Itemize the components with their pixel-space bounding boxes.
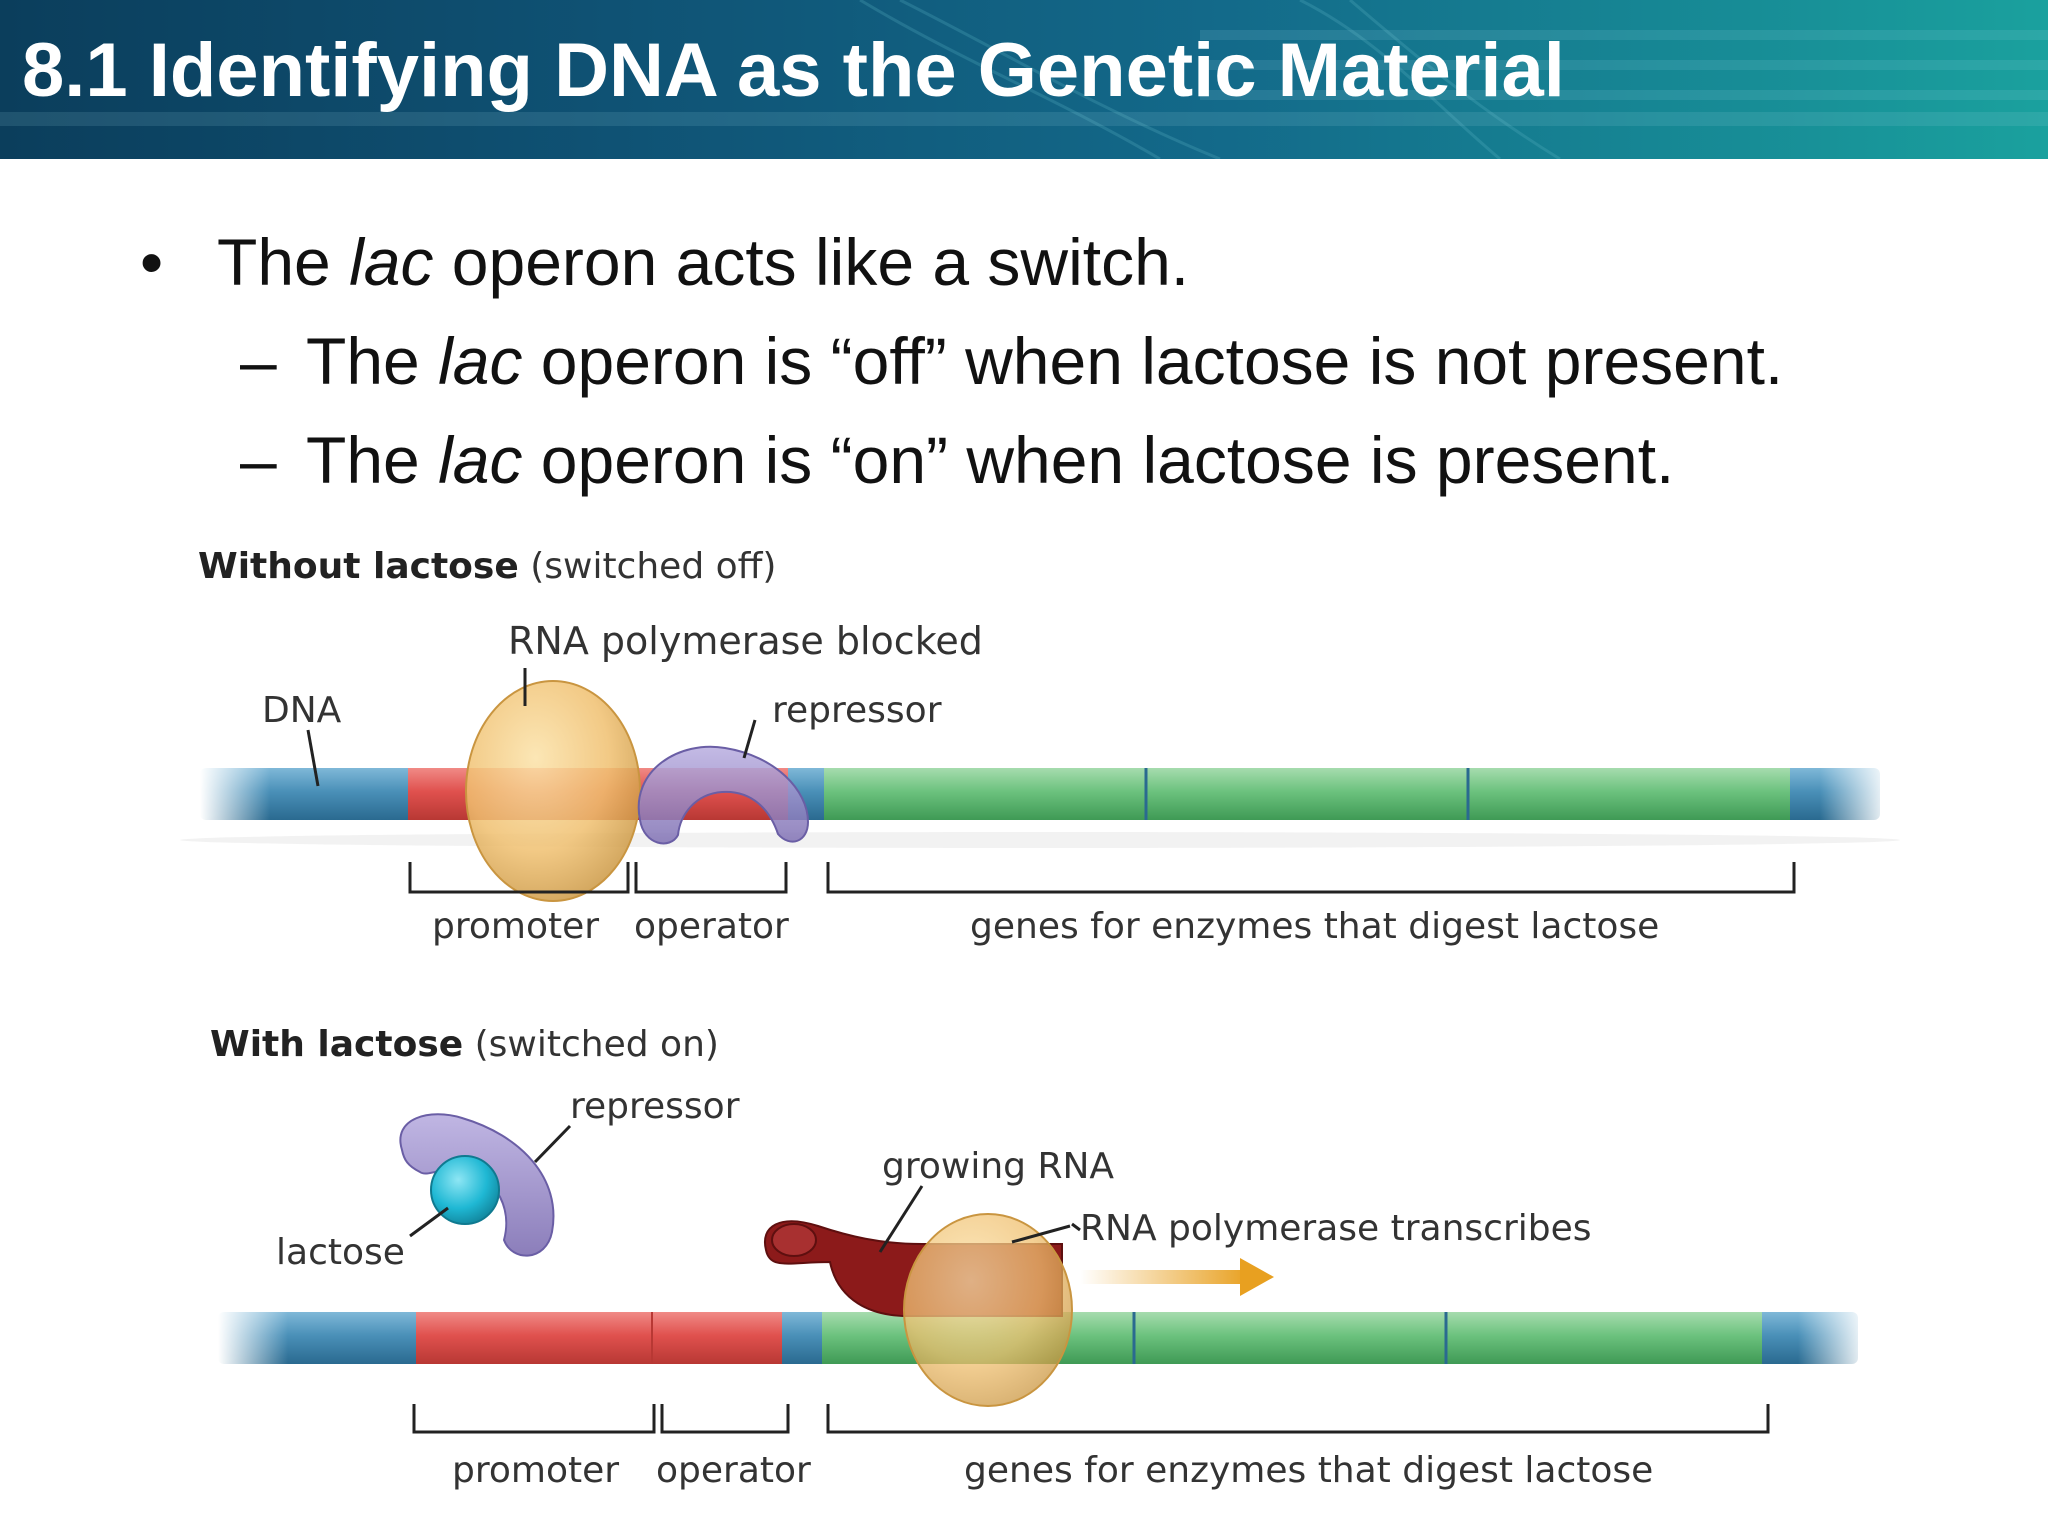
label-operator-on: operator [656,1450,811,1491]
operator-segment-on [652,1312,782,1364]
repressor-free [399,1113,555,1257]
label-promoter-on: promoter [452,1450,619,1491]
bullet-sub-on-em: lac [438,423,523,497]
rna-polymerase-blocked [465,680,641,902]
lactose-molecule [430,1155,500,1225]
label-dna: DNA [262,690,342,731]
label-repressor-on: repressor [570,1086,740,1127]
bullet-main-post: operon acts like a switch. [433,225,1190,299]
diagram-on: With lactose (switched on) repressor lac… [210,1024,1868,1491]
label-rna-polymerase-blocked: RNA polymerase blocked [508,619,983,663]
bracket-operator-on [660,1404,790,1434]
heading-on: With lactose (switched on) [210,1024,719,1065]
bullet-sub-off-post: operon is “off” when lactose is not pres… [522,324,1784,398]
rna-polymerase-transcribing [903,1213,1073,1407]
label-genes-on: genes for enzymes that digest lactose [964,1450,1653,1491]
heading-off: Without lactose (switched off) [198,546,776,587]
bullet-main-em: lac [349,225,434,299]
label-repressor-off: repressor [772,690,942,731]
label-promoter-off: promoter [432,906,599,947]
label-rna-polymerase-transcribes: RNA polymerase transcribes [1080,1208,1592,1249]
dna-strand-on [218,1312,1868,1364]
sub-bullet-marker: – [240,324,277,398]
diagram-off: Without lactose (switched off) RNA polym… [180,546,1900,947]
promoter-segment-on [416,1312,652,1364]
bullet-sub-on: – The lac operon is “on” when lactose is… [240,420,1674,500]
bracket-genes-on [826,1404,1770,1434]
bullet-sub-off-em: lac [438,324,523,398]
bracket-promoter-on [412,1404,656,1434]
bullet-sub-on-post: operon is “on” when lactose is present. [522,423,1675,497]
slide-title: 8.1 Identifying DNA as the Genetic Mater… [22,28,1565,113]
sub-bullet-marker: – [240,423,277,497]
dna-helix-background [0,0,2048,159]
bullet-sub-on-pre: The [306,423,439,497]
label-growing-rna: growing RNA [882,1146,1114,1187]
bracket-genes-off [826,862,1796,894]
transcription-direction-arrow [1080,1258,1274,1296]
bracket-promoter-off [408,862,630,894]
label-operator-off: operator [634,906,789,947]
label-lactose: lactose [276,1232,405,1273]
bullet-marker: • [140,225,164,299]
repressor-bound [637,745,810,845]
bracket-operator-off [634,862,788,894]
bullet-main: • The lac operon acts like a switch. [140,222,1189,302]
dna-strand-off [180,768,1900,848]
bullet-sub-off: – The lac operon is “off” when lactose i… [240,321,1783,401]
label-genes-off: genes for enzymes that digest lactose [970,906,1659,947]
title-banner: 8.1 Identifying DNA as the Genetic Mater… [0,0,2048,159]
genes-segment [824,768,1790,820]
bullet-main-pre: The [217,225,350,299]
bullet-sub-off-pre: The [306,324,439,398]
